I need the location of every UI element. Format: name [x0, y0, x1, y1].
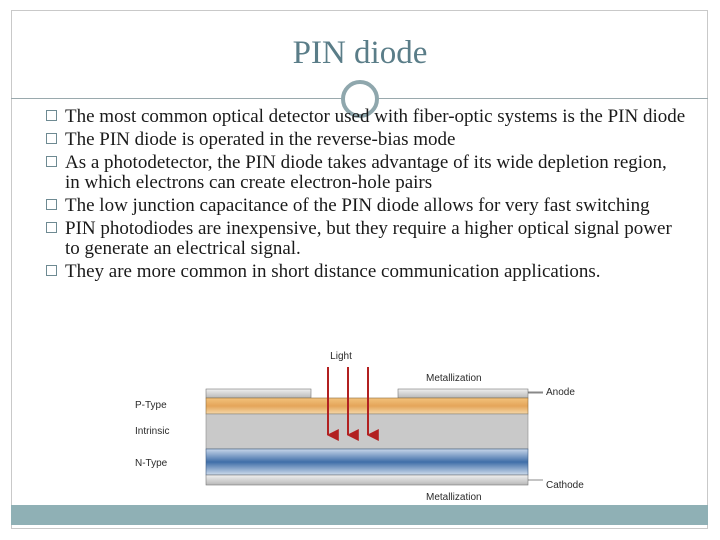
slide-title: PIN diode: [292, 35, 428, 71]
pin-diode-svg: Light Metallization Anode P-Type Intrins…: [135, 351, 584, 503]
bullet-item: The PIN diode is operated in the reverse…: [46, 130, 686, 150]
light-label: Light: [330, 351, 352, 362]
bullet-text: As a photodetector, the PIN diode takes …: [65, 152, 667, 193]
bullet-text: The PIN diode is operated in the reverse…: [65, 129, 456, 150]
anode-label: Anode: [546, 387, 575, 398]
top-metal-right: [397, 388, 529, 399]
bullet-item: The most common optical detector used wi…: [46, 107, 686, 127]
bullet-text: They are more common in short distance c…: [65, 261, 601, 282]
intrinsic-label: Intrinsic: [135, 426, 169, 437]
bullet-item: They are more common in short distance c…: [46, 262, 686, 282]
bottom-metallization-label: Metallization: [426, 492, 482, 503]
bullet-text: PIN photodiodes are inexpensive, but the…: [65, 218, 672, 259]
bottom-metal-layer: [205, 474, 529, 486]
square-bullet-icon: [46, 265, 57, 276]
footer-bar: [11, 505, 708, 525]
bullet-item: The low junction capacitance of the PIN …: [46, 196, 686, 216]
square-bullet-icon: [46, 199, 57, 210]
square-bullet-icon: [46, 222, 57, 233]
cathode-label: Cathode: [546, 480, 584, 491]
bullet-text: The low junction capacitance of the PIN …: [65, 195, 650, 216]
top-metal-left: [205, 388, 312, 399]
bullet-item: As a photodetector, the PIN diode takes …: [46, 153, 686, 193]
bullet-item: PIN photodiodes are inexpensive, but the…: [46, 219, 686, 259]
square-bullet-icon: [46, 156, 57, 167]
p-type-label: P-Type: [135, 400, 167, 411]
title-ring-ornament: [341, 80, 379, 118]
n-type-layer: [205, 448, 529, 476]
square-bullet-icon: [46, 133, 57, 144]
pin-diode-diagram: Light Metallization Anode P-Type Intrins…: [128, 345, 608, 505]
n-type-label: N-Type: [135, 458, 168, 469]
bullet-list: The most common optical detector used wi…: [46, 107, 686, 285]
top-metallization-label: Metallization: [426, 373, 482, 384]
bullet-text: The most common optical detector used wi…: [65, 106, 686, 127]
square-bullet-icon: [46, 110, 57, 121]
